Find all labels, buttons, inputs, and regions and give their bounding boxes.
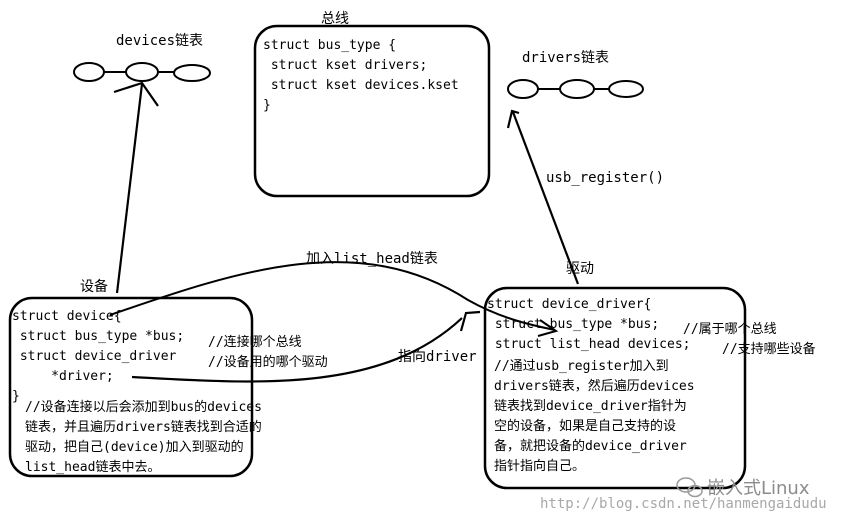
bus-code: struct bus_type { struct kset drivers; s… xyxy=(263,36,459,116)
device-note-line: list_head链表中去。 xyxy=(25,460,161,475)
driver-code-line: struct list_head devices; xyxy=(487,337,691,352)
devices-list-node-1 xyxy=(73,62,105,82)
device-box xyxy=(8,296,254,478)
bus-code-line: struct kset drivers; xyxy=(263,58,428,73)
device-note: //设备连接以后会添加到bus的devices 链表，并且遍历drivers链表… xyxy=(25,398,262,478)
drivers-list-node-2 xyxy=(559,79,595,99)
driver-code-line: struct device_driver{ xyxy=(487,297,652,312)
device-code-line: struct bus_type *bus; xyxy=(12,329,185,344)
device-comment-driver: //设备用的哪个驱动 xyxy=(208,355,328,370)
arrow-device-to-devices-list xyxy=(113,81,159,294)
driver-box xyxy=(483,286,747,490)
devices-linked-list xyxy=(73,62,211,82)
device-code-line: struct device{ xyxy=(12,309,122,324)
driver-code-line: struct bus_type *bus; xyxy=(487,317,660,332)
device-code: struct device{ struct bus_type *bus; str… xyxy=(12,307,184,407)
device-code-line: *driver; xyxy=(12,369,114,384)
drivers-linked-list xyxy=(507,79,644,99)
point-driver-label: 指向driver xyxy=(398,349,477,365)
driver-note-line: 备，就把设备的device_driver xyxy=(494,439,687,454)
driver-note-line: drivers链表，然后遍历devices xyxy=(494,379,695,394)
driver-note-line: 指针指向自己。 xyxy=(494,459,586,474)
watermark-brand: 嵌入式Linux xyxy=(707,478,810,499)
arrow-driver-to-drivers-list xyxy=(506,109,580,285)
device-note-line: 链表，并且遍历drivers链表找到合适的 xyxy=(25,420,262,435)
drivers-list-label: drivers链表 xyxy=(522,50,610,66)
driver-comment-devices: //支持哪些设备 xyxy=(722,342,816,357)
usb-register-label: usb_register() xyxy=(546,170,665,186)
devices-list-node-3 xyxy=(173,64,211,82)
bus-title-label: 总线 xyxy=(321,11,349,27)
watermark-url: http://blog.csdn.net/hanmengaidudu xyxy=(540,496,827,512)
driver-note-line: 空的设备，如果是自己支持的设 xyxy=(494,419,677,434)
arrow-point-to-driver xyxy=(131,310,481,383)
device-note-line: 驱动，把自己(device)加入到驱动的 xyxy=(25,440,244,455)
device-code-line: struct device_driver xyxy=(12,349,177,364)
driver-note-line: 链表找到device_driver指针为 xyxy=(494,399,687,414)
driver-note-line: //通过usb_register加入到 xyxy=(494,359,669,374)
device-comment-bus: //连接哪个总线 xyxy=(208,335,302,350)
driver-title-label: 驱动 xyxy=(566,261,594,277)
bus-code-line: struct kset devices.kset xyxy=(263,78,459,93)
device-note-line: //设备连接以后会添加到bus的devices xyxy=(25,400,262,415)
wechat-logo-icon xyxy=(676,477,703,498)
driver-comment-bus: //属于哪个总线 xyxy=(683,322,777,337)
bus-box xyxy=(253,24,491,198)
bus-code-line: struct bus_type { xyxy=(263,38,397,53)
arrow-add-list-head xyxy=(109,261,559,337)
drivers-list-node-1 xyxy=(507,79,539,99)
devices-list-node-2 xyxy=(125,62,159,82)
device-title-label: 设备 xyxy=(80,279,108,295)
driver-code: struct device_driver{ struct bus_type *b… xyxy=(487,295,691,355)
driver-note: //通过usb_register加入到 drivers链表，然后遍历device… xyxy=(494,357,695,477)
device-code-line: } xyxy=(12,389,20,404)
add-list-head-label: 加入list_head链表 xyxy=(306,251,438,267)
drivers-list-node-3 xyxy=(608,80,644,98)
devices-list-label: devices链表 xyxy=(116,33,204,49)
bus-code-line: } xyxy=(263,98,271,113)
